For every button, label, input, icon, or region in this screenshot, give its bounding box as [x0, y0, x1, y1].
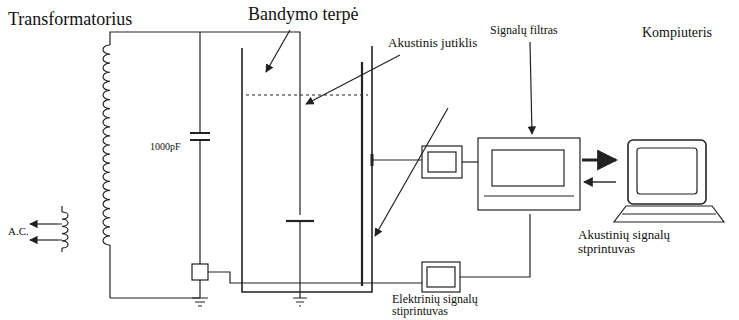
capacitor-plate	[190, 132, 210, 134]
acoustic-sensor	[371, 154, 374, 166]
ground-symbol	[192, 298, 208, 306]
sensor-cable	[372, 159, 422, 160]
amplifier-panel	[428, 152, 456, 172]
liquid-level	[246, 94, 368, 95]
filter-label: Signalų filtras	[490, 24, 558, 37]
leader-arrow	[530, 42, 532, 134]
primary-leads	[58, 206, 62, 252]
coil-winding	[62, 212, 68, 248]
current-shunt	[192, 264, 208, 280]
medium-label: Bandymo terpė	[248, 5, 358, 24]
ground-wire	[110, 297, 200, 298]
ground-wire	[199, 280, 200, 298]
keyboard-line	[622, 213, 716, 214]
computer-screen	[637, 148, 697, 194]
transformer-coils	[58, 45, 110, 252]
data-arrow	[582, 159, 616, 162]
signal-filter	[478, 138, 580, 210]
electrode-lead	[299, 221, 300, 292]
ground-wire	[109, 245, 110, 298]
hv-wire	[110, 32, 300, 215]
sensor-label: Akustinis jutiklis	[388, 36, 477, 50]
title-label: Transformatorius	[8, 10, 132, 29]
computer-monitor	[628, 140, 706, 204]
coil-winding	[103, 45, 110, 245]
cap-wire	[199, 32, 200, 133]
signal-wire	[208, 272, 422, 283]
ac-label: A.C.	[8, 226, 29, 238]
tank-electrode	[361, 62, 363, 286]
computer-label: Kompiuteris	[642, 26, 712, 41]
amplifier-label: Akustinių signalų stprintuvas	[578, 228, 718, 255]
amplifier-panel	[427, 267, 455, 287]
electrical-amplifier	[422, 262, 460, 292]
leader-arrow	[306, 55, 400, 104]
acoustic-amplifier	[422, 146, 462, 178]
filter-panel-line	[484, 195, 574, 196]
test-tank	[242, 46, 372, 292]
control-arrow	[584, 181, 616, 182]
leader-arrow	[266, 30, 290, 72]
ac-arrow	[30, 223, 58, 224]
filter-display	[492, 150, 564, 186]
computer-keyboard	[614, 206, 724, 222]
signal-wire	[460, 214, 530, 277]
cap-wire	[199, 140, 200, 264]
amplifier-label: Elektrinių signalų stiprintuvas	[392, 293, 532, 318]
leader-arrow	[375, 108, 448, 236]
ac-arrow	[30, 239, 58, 240]
capacitance-label: 1000pF	[150, 142, 181, 153]
signal-wire	[462, 161, 478, 162]
ground-symbol	[293, 292, 307, 306]
